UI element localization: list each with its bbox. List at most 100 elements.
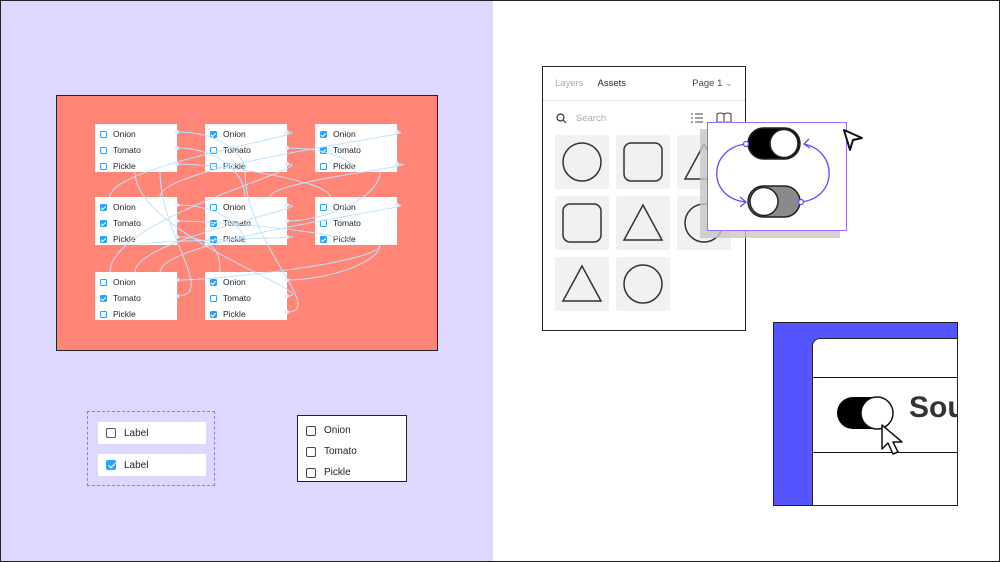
checklist-row[interactable]: Onion (320, 199, 397, 215)
chevron-down-icon: ⌄ (725, 78, 733, 89)
cursor-arrow-icon (843, 129, 863, 151)
page-selector[interactable]: Page 1 ⌄ (692, 78, 733, 89)
settings-window: Sou (812, 338, 957, 505)
checkbox-icon (106, 428, 116, 438)
checklist-row[interactable]: Onion (210, 126, 287, 142)
row-label: Onion (223, 277, 246, 287)
row-label: Onion (113, 129, 136, 139)
checkbox-icon (320, 203, 327, 211)
checklist-row[interactable]: Tomato (320, 142, 397, 158)
checklist-row[interactable]: Onion (320, 126, 397, 142)
asset-circle[interactable] (616, 257, 670, 311)
item-label: Onion (324, 425, 351, 436)
sound-toggle[interactable] (835, 395, 895, 431)
transition-arrows (716, 138, 830, 208)
connection-line (286, 244, 381, 281)
checkbox-checked[interactable]: Label (98, 454, 206, 476)
checkbox-checked-icon (320, 130, 327, 138)
checklist-row[interactable]: Onion (210, 274, 287, 290)
checklist-row[interactable]: Tomato (210, 215, 287, 231)
row-label: Tomato (113, 145, 141, 155)
checklist-row[interactable]: Onion (100, 274, 177, 290)
checkbox-icon (210, 294, 217, 302)
asset-circle[interactable] (555, 135, 609, 189)
checkbox-icon (100, 310, 107, 318)
checklist-row[interactable]: Pickle (320, 158, 397, 174)
checkbox-checked-icon (320, 235, 327, 243)
checklist-row[interactable]: Pickle (100, 306, 177, 322)
checklist-row[interactable]: Tomato (320, 215, 397, 231)
checklist-row[interactable]: Tomato (100, 142, 177, 158)
row-label: Onion (333, 129, 356, 139)
sound-label: Sou (909, 391, 957, 424)
tab-layers[interactable]: Layers (555, 78, 584, 89)
row-label: Tomato (223, 145, 251, 155)
checkbox-checked-icon (320, 146, 327, 154)
checkbox-icon (320, 219, 327, 227)
list-view-icon[interactable] (691, 113, 703, 123)
item-label: Pickle (324, 467, 351, 478)
asset-triangle[interactable] (616, 196, 670, 250)
search-input[interactable]: Search (576, 112, 607, 124)
checkbox-icon (210, 146, 217, 154)
checkbox-checked-icon (210, 278, 217, 286)
row-label: Tomato (223, 218, 251, 228)
checklist-row[interactable]: Tomato (100, 215, 177, 231)
checklist-row[interactable]: Tomato (100, 290, 177, 306)
row-label: Onion (223, 202, 246, 212)
checklist-item-pickle[interactable]: Pickle (306, 462, 406, 483)
row-label: Onion (333, 202, 356, 212)
row-label: Pickle (223, 161, 246, 171)
asset-rounded-square[interactable] (616, 135, 670, 189)
checklist-row[interactable]: Pickle (320, 231, 397, 247)
row-label: Tomato (223, 293, 251, 303)
row-label: Pickle (333, 234, 356, 244)
sound-settings-illustration: Sou (773, 322, 958, 506)
checkbox-component-set: Label Label (87, 411, 215, 486)
checklist-row[interactable]: Pickle (210, 306, 287, 322)
checklist-row[interactable]: Pickle (210, 158, 287, 174)
checklist-row[interactable]: Onion (100, 126, 177, 142)
checklist-row[interactable]: Onion (100, 199, 177, 215)
checklist-row[interactable]: Tomato (210, 142, 287, 158)
row-label: Pickle (113, 234, 136, 244)
checkbox-icon (306, 467, 316, 478)
asset-rounded-square[interactable] (555, 196, 609, 250)
checkbox-label: Label (124, 459, 149, 471)
row-label: Tomato (113, 218, 141, 228)
checklist-row[interactable]: Pickle (100, 158, 177, 174)
checklist-row[interactable]: Pickle (100, 231, 177, 247)
checkbox-icon (306, 425, 316, 436)
toggle-variants-card[interactable] (707, 122, 847, 231)
checkbox-icon (100, 130, 107, 138)
row-label: Pickle (113, 161, 136, 171)
asset-triangle[interactable] (555, 257, 609, 311)
row-label: Tomato (333, 218, 361, 228)
row-label: Pickle (223, 309, 246, 319)
checkbox-icon (306, 446, 316, 457)
tab-assets[interactable]: Assets (597, 78, 627, 89)
checkbox-unchecked[interactable]: Label (98, 422, 206, 444)
row-label: Tomato (113, 293, 141, 303)
checkbox-checked-icon (106, 460, 116, 470)
row-label: Tomato (333, 145, 361, 155)
checklist-item-tomato[interactable]: Tomato (306, 441, 406, 462)
row-label: Onion (113, 202, 136, 212)
checklist-row[interactable]: Onion (210, 199, 287, 215)
checklist-item-onion[interactable]: Onion (306, 420, 406, 441)
checklist-row[interactable]: Tomato (210, 290, 287, 306)
checkbox-icon (100, 278, 107, 286)
checklist-row[interactable]: Pickle (210, 231, 287, 247)
checkbox-icon (100, 146, 107, 154)
row-label: Onion (113, 277, 136, 287)
checkbox-checked-icon (100, 235, 107, 243)
